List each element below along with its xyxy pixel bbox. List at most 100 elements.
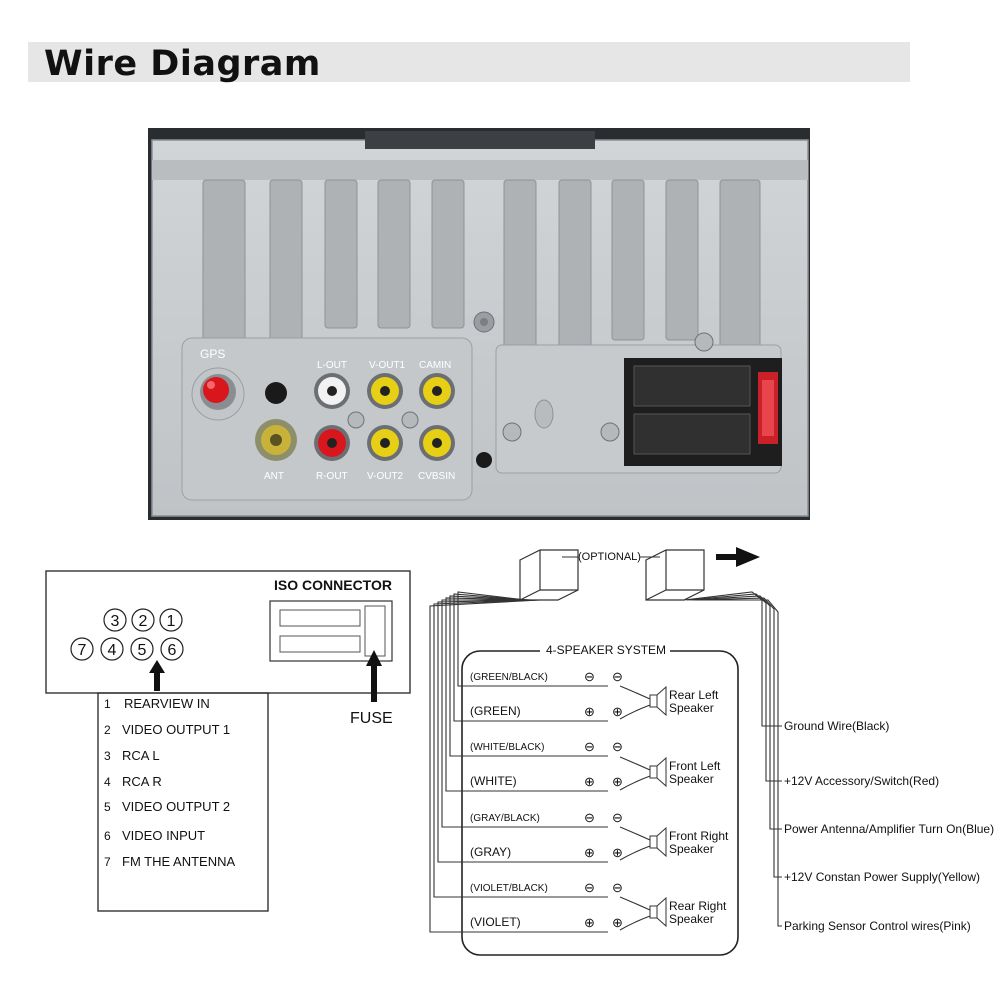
svg-text:6: 6 bbox=[168, 642, 177, 659]
svg-text:⊕: ⊕ bbox=[584, 915, 595, 930]
pin-number-1: 1 bbox=[159, 608, 183, 632]
pin-number-4: 4 bbox=[100, 637, 124, 661]
iso-socket bbox=[624, 358, 782, 466]
port-hole bbox=[476, 452, 492, 468]
pin-list-item: 2 VIDEO OUTPUT 1 bbox=[104, 722, 230, 737]
gps-label: GPS bbox=[200, 347, 225, 361]
svg-text:6: 6 bbox=[104, 829, 111, 843]
v-out2-label: V-OUT2 bbox=[367, 471, 404, 482]
l-out-label: L-OUT bbox=[317, 360, 347, 371]
cooling-fins bbox=[202, 179, 761, 421]
svg-text:⊕: ⊕ bbox=[612, 845, 623, 860]
svg-text:(WHITE): (WHITE) bbox=[470, 774, 517, 788]
iso-connector-title: ISO CONNECTOR bbox=[274, 577, 392, 593]
svg-text:(GREEN/BLACK): (GREEN/BLACK) bbox=[470, 672, 548, 683]
power-wire-label: +12V Accessory/Switch(Red) bbox=[784, 774, 939, 788]
pin-number-3: 3 bbox=[103, 608, 127, 632]
speaker-wire-row: (GRAY)⊕⊕ bbox=[462, 845, 623, 863]
svg-text:5: 5 bbox=[104, 800, 111, 814]
ant-label: ANT bbox=[264, 471, 284, 482]
iso-connector-outline bbox=[269, 600, 393, 662]
svg-text:Rear Right: Rear Right bbox=[669, 899, 727, 913]
arrow-up-icon bbox=[366, 650, 382, 702]
pin-number-6: 6 bbox=[160, 637, 184, 661]
svg-text:(WHITE/BLACK): (WHITE/BLACK) bbox=[470, 742, 544, 753]
svg-text:VIDEO OUTPUT 1: VIDEO OUTPUT 1 bbox=[122, 722, 230, 737]
svg-text:RCA L: RCA L bbox=[122, 748, 160, 763]
speaker-wire-row: (GRAY/BLACK)⊖⊖ bbox=[462, 810, 623, 828]
svg-text:⊕: ⊕ bbox=[584, 704, 595, 719]
svg-text:(GREEN): (GREEN) bbox=[470, 704, 521, 718]
svg-text:⊖: ⊖ bbox=[584, 669, 595, 684]
svg-text:2: 2 bbox=[104, 723, 111, 737]
svg-text:⊕: ⊕ bbox=[584, 845, 595, 860]
title-bar bbox=[28, 42, 910, 82]
svg-text:⊕: ⊕ bbox=[612, 704, 623, 719]
svg-text:7: 7 bbox=[104, 855, 111, 869]
svg-text:⊖: ⊖ bbox=[612, 669, 623, 684]
svg-text:RCA R: RCA R bbox=[122, 774, 162, 789]
power-wire-label: Ground Wire(Black) bbox=[784, 719, 889, 733]
screw-icon bbox=[347, 311, 714, 442]
arrow-right-icon bbox=[716, 547, 760, 567]
svg-text:3: 3 bbox=[104, 749, 111, 763]
power-wire-label: Parking Sensor Control wires(Pink) bbox=[784, 919, 971, 933]
svg-text:Front Right: Front Right bbox=[669, 829, 729, 843]
svg-text:⊖: ⊖ bbox=[612, 880, 623, 895]
camin-label: CAMIN bbox=[419, 360, 451, 371]
svg-text:⊖: ⊖ bbox=[584, 739, 595, 754]
svg-text:(VIOLET): (VIOLET) bbox=[470, 915, 521, 929]
svg-text:Front Left: Front Left bbox=[669, 759, 721, 773]
gps-jack bbox=[203, 377, 229, 403]
svg-text:4: 4 bbox=[108, 642, 117, 659]
arrow-up-icon bbox=[149, 660, 165, 691]
optional-label: (OPTIONAL) bbox=[578, 551, 641, 563]
speaker-wire-row: (GREEN) ⊕ ⊕ bbox=[462, 704, 623, 722]
pin-list-item: 3 RCA L bbox=[104, 748, 160, 763]
pin-number-2: 2 bbox=[131, 608, 155, 632]
speaker-wire-row: (WHITE/BLACK) ⊖ ⊖ bbox=[462, 739, 623, 757]
pin-number-7: 7 bbox=[70, 637, 94, 661]
svg-text:1: 1 bbox=[104, 697, 111, 711]
pin-list-item: 7 FM THE ANTENNA bbox=[104, 854, 235, 869]
r-out-label: R-OUT bbox=[316, 471, 348, 482]
svg-text:VIDEO OUTPUT 2: VIDEO OUTPUT 2 bbox=[122, 799, 230, 814]
svg-text:⊖: ⊖ bbox=[612, 739, 623, 754]
page-title: Wire Diagram bbox=[44, 44, 321, 84]
pin-list-item: 4 RCA R bbox=[104, 774, 162, 789]
svg-text:(VIOLET/BLACK): (VIOLET/BLACK) bbox=[470, 883, 548, 894]
svg-text:⊕: ⊕ bbox=[584, 774, 595, 789]
wiring-harness: (OPTIONAL) 4-SPEAKER SYSTEM (GREEN/BLACK… bbox=[429, 547, 994, 956]
speaker-wire-row: (GREEN/BLACK) ⊖ ⊖ bbox=[462, 669, 623, 687]
v-out1-label: V-OUT1 bbox=[369, 360, 406, 371]
rca-jacks bbox=[314, 373, 455, 461]
svg-text:2: 2 bbox=[139, 613, 148, 630]
svg-text:3: 3 bbox=[111, 613, 120, 630]
svg-text:5: 5 bbox=[138, 642, 147, 659]
svg-text:4: 4 bbox=[104, 775, 111, 789]
power-wire-label: +12V Constan Power Supply(Yellow) bbox=[784, 870, 980, 884]
svg-text:Speaker: Speaker bbox=[669, 842, 714, 856]
svg-text:Speaker: Speaker bbox=[669, 772, 714, 786]
svg-text:(GRAY/BLACK): (GRAY/BLACK) bbox=[470, 813, 540, 824]
power-wire-label: Power Antenna/Amplifier Turn On(Blue) bbox=[784, 822, 994, 836]
svg-text:⊖: ⊖ bbox=[584, 810, 595, 825]
mic-hole bbox=[265, 382, 287, 404]
pin-list-item: 6 VIDEO INPUT bbox=[104, 828, 205, 843]
pin-list-item: 1 REARVIEW IN bbox=[104, 696, 210, 711]
speaker-wire-row: (WHITE)⊕⊕ bbox=[462, 774, 623, 792]
svg-text:Speaker: Speaker bbox=[669, 701, 714, 715]
svg-text:7: 7 bbox=[78, 642, 87, 659]
svg-text:REARVIEW IN: REARVIEW IN bbox=[124, 696, 210, 711]
svg-text:⊖: ⊖ bbox=[584, 880, 595, 895]
svg-text:FM THE ANTENNA: FM THE ANTENNA bbox=[122, 854, 235, 869]
radio-back-panel: GPS ANT L-OUT V-OUT1 CAMIN R-OUT V-OUT2 … bbox=[148, 128, 810, 520]
svg-text:1: 1 bbox=[167, 613, 176, 630]
speaker-wire-row: (VIOLET/BLACK) ⊖ ⊖ bbox=[462, 880, 623, 898]
svg-text:VIDEO INPUT: VIDEO INPUT bbox=[122, 828, 205, 843]
